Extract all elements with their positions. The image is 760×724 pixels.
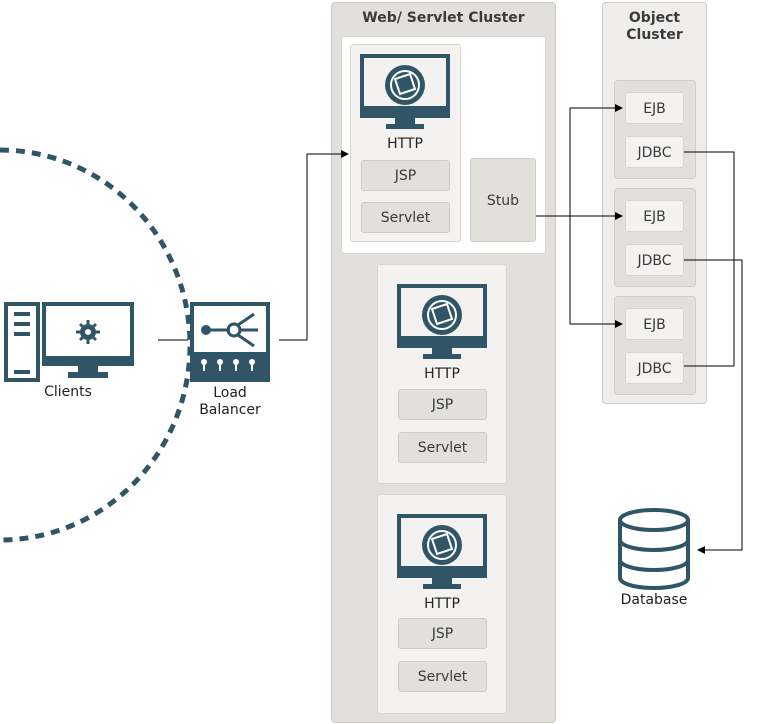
http-label: HTTP bbox=[424, 366, 460, 382]
servlet-box: Servlet bbox=[361, 202, 450, 233]
object-cluster-title-line2: Cluster bbox=[626, 27, 683, 43]
servlet-label: Servlet bbox=[417, 440, 468, 456]
servlet-box: Servlet bbox=[398, 661, 487, 692]
database-label: Database bbox=[620, 592, 688, 608]
ejb-box: EJB bbox=[625, 200, 684, 232]
database-icon bbox=[616, 508, 692, 590]
stub-label: Stub bbox=[486, 193, 520, 209]
clients-label: Clients bbox=[44, 384, 92, 400]
ejb-label: EJB bbox=[643, 317, 666, 333]
clients-computer-icon bbox=[4, 300, 136, 382]
servlet-label: Servlet bbox=[380, 210, 431, 226]
client-zone-arc bbox=[0, 147, 193, 543]
jsp-box: JSP bbox=[398, 618, 487, 649]
jdbc-box: JDBC bbox=[625, 244, 684, 276]
load-balancer-label-line1: Load bbox=[213, 385, 247, 401]
servlet-label: Servlet bbox=[417, 669, 468, 685]
ejb-label: EJB bbox=[643, 101, 666, 117]
load-balancer-icon bbox=[190, 302, 270, 382]
jsp-label: JSP bbox=[431, 626, 454, 642]
stub-box: Stub bbox=[470, 158, 536, 242]
load-balancer-label-line2: Balancer bbox=[199, 402, 261, 418]
jsp-label: JSP bbox=[394, 168, 417, 184]
jsp-box: JSP bbox=[361, 160, 450, 191]
http-label: HTTP bbox=[424, 596, 460, 612]
http-monitor-icon bbox=[360, 54, 450, 134]
jdbc-box: JDBC bbox=[625, 352, 684, 384]
ejb-box: EJB bbox=[625, 308, 684, 340]
web-cluster-title: Web/ Servlet Cluster bbox=[362, 10, 525, 26]
http-label: HTTP bbox=[387, 136, 423, 152]
ejb-label: EJB bbox=[643, 209, 666, 225]
servlet-box: Servlet bbox=[398, 432, 487, 463]
ejb-box: EJB bbox=[625, 92, 684, 124]
jdbc-label: JDBC bbox=[637, 145, 672, 161]
jsp-label: JSP bbox=[431, 397, 454, 413]
object-cluster-title-line1: Object bbox=[628, 10, 681, 26]
jdbc-label: JDBC bbox=[637, 361, 672, 377]
jdbc-label: JDBC bbox=[637, 253, 672, 269]
jdbc-box: JDBC bbox=[625, 136, 684, 168]
http-monitor-icon bbox=[397, 284, 487, 364]
http-monitor-icon bbox=[397, 514, 487, 594]
jsp-box: JSP bbox=[398, 389, 487, 420]
